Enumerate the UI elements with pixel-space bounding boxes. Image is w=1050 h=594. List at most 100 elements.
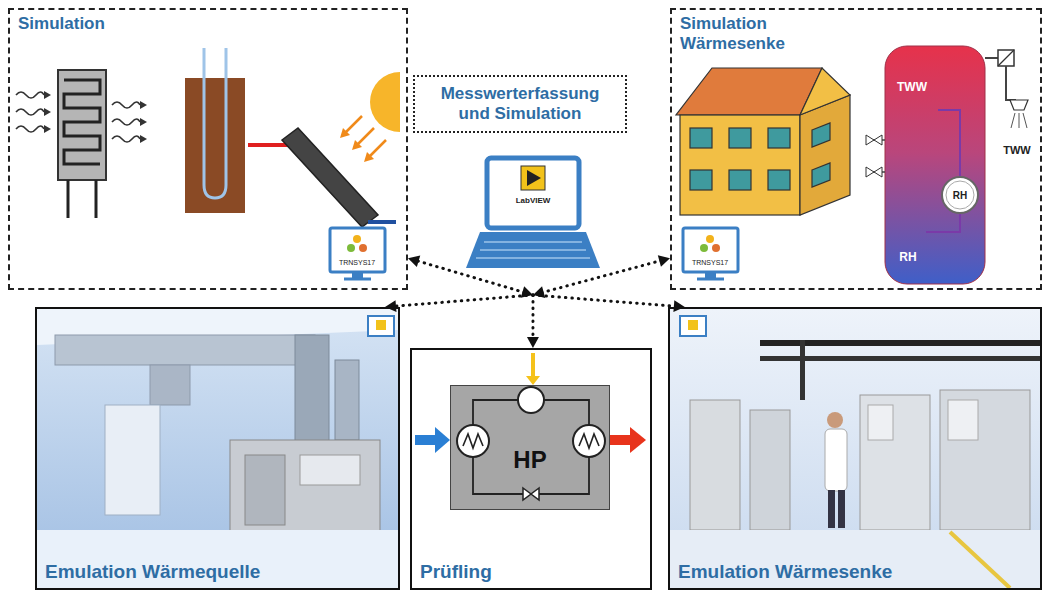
drawing-rect bbox=[37, 309, 398, 588]
test-object-panel: Prüfling HP bbox=[410, 348, 652, 590]
drawing-g bbox=[473, 400, 589, 494]
arrowhead bbox=[658, 255, 670, 267]
drawing-g bbox=[690, 123, 830, 190]
drawing-circle bbox=[827, 412, 843, 428]
drawing-path bbox=[112, 102, 140, 108]
drawing-rect bbox=[690, 170, 712, 190]
drawing-line bbox=[344, 116, 362, 134]
drawing-polygon bbox=[435, 427, 450, 453]
drawing-rect bbox=[185, 78, 245, 213]
drawing-polygon bbox=[352, 140, 362, 150]
acquisition-box: Messwerterfassung und Simulation bbox=[413, 75, 627, 133]
drawing-path bbox=[16, 92, 44, 98]
drawing-circle bbox=[359, 244, 367, 252]
drawing-rect bbox=[768, 128, 790, 148]
drawing-rect bbox=[521, 166, 545, 190]
dotted-connector bbox=[533, 255, 670, 298]
drawing-polygon bbox=[282, 128, 378, 227]
drawing-path bbox=[16, 126, 44, 132]
drawing-rect bbox=[683, 228, 738, 272]
drawing-polygon bbox=[526, 376, 540, 385]
drawing-path bbox=[866, 135, 882, 145]
connector-line bbox=[394, 295, 533, 306]
drawing-rect bbox=[335, 360, 359, 440]
drawing-path bbox=[866, 167, 882, 177]
drawing-rect bbox=[690, 400, 740, 530]
drawing-polygon bbox=[340, 128, 350, 138]
drawing-path bbox=[112, 136, 140, 142]
drawing-line bbox=[1011, 113, 1015, 128]
heat-sink-emulation-panel: Emulation Wärmesenke bbox=[668, 307, 1042, 590]
drawing-rect bbox=[245, 455, 285, 525]
dotted-connector bbox=[533, 295, 685, 312]
air-heat-exchanger bbox=[58, 70, 106, 218]
drawing-rect bbox=[58, 70, 106, 180]
node-text: Prüfling bbox=[420, 561, 492, 584]
drawing-polygon bbox=[812, 123, 830, 147]
node-text: Emulation Wärmesenke bbox=[678, 561, 892, 584]
drawing-rect bbox=[885, 46, 985, 284]
drawing-rect bbox=[300, 455, 360, 485]
drawing-line bbox=[415, 435, 437, 445]
drawing-path bbox=[926, 213, 960, 232]
drawing-rect bbox=[690, 128, 712, 148]
ground-probe bbox=[185, 48, 245, 213]
heating-circuit-label: RH bbox=[953, 190, 967, 201]
drawing-circle bbox=[712, 244, 720, 252]
node-text: LabVIEW bbox=[516, 196, 551, 206]
tank-zone-label: TWW bbox=[897, 81, 927, 94]
drawing-path bbox=[544, 400, 589, 425]
drawing-line bbox=[985, 57, 998, 59]
drawing-polygon bbox=[812, 163, 830, 187]
drawing-path bbox=[1006, 66, 1016, 100]
drawing-circle bbox=[573, 425, 605, 457]
heat-pump-box: HP bbox=[450, 385, 610, 510]
drawing-circle bbox=[700, 244, 708, 252]
drawing-line bbox=[344, 278, 371, 281]
tank-zone-label: RH bbox=[899, 251, 916, 264]
heat-sink-simulation-panel: Simulation Wärmesenke bbox=[670, 8, 1042, 290]
drawing-g bbox=[476, 242, 590, 258]
drawing-line bbox=[476, 257, 590, 259]
connector-line bbox=[417, 261, 525, 293]
arrowhead bbox=[408, 255, 420, 267]
drawing-polygon bbox=[44, 125, 51, 133]
drawing-path bbox=[938, 110, 960, 177]
trnsys-computer-left bbox=[330, 228, 385, 279]
drawing-path bbox=[523, 488, 539, 500]
drawing-rect bbox=[330, 228, 385, 272]
drawing-path bbox=[64, 80, 100, 164]
drawing-circle bbox=[347, 244, 355, 252]
drawing-rect bbox=[376, 320, 386, 330]
node-text: Simulation bbox=[18, 14, 105, 34]
arrowhead bbox=[527, 337, 539, 348]
drawing-g bbox=[340, 128, 374, 162]
heat-sink-lab-photo bbox=[670, 309, 1040, 588]
drawing-circle bbox=[946, 181, 974, 209]
drawing-line bbox=[950, 532, 1010, 588]
drawing-rect bbox=[838, 490, 845, 528]
drawing-rect bbox=[940, 390, 1030, 530]
drawing-g bbox=[926, 110, 960, 232]
drawing-rect bbox=[868, 405, 893, 440]
drawing-line bbox=[697, 278, 724, 281]
laptop bbox=[466, 158, 600, 268]
solar-collector bbox=[248, 72, 400, 227]
drawing-rect bbox=[768, 170, 790, 190]
drawing-polygon bbox=[630, 427, 646, 453]
dotted-connector bbox=[527, 295, 539, 348]
trnsys-computer-right bbox=[683, 228, 738, 279]
drawing-rect bbox=[998, 50, 1014, 66]
drawing-polygon bbox=[44, 108, 51, 116]
drawing-polygon bbox=[140, 135, 147, 143]
drawing-rect bbox=[825, 429, 847, 491]
drawing-polygon bbox=[140, 101, 147, 109]
connector-line bbox=[542, 260, 662, 292]
drawing-path bbox=[112, 119, 140, 125]
drawing-path bbox=[473, 400, 518, 425]
drawing-circle bbox=[457, 425, 489, 457]
drawing-rect bbox=[860, 395, 930, 530]
drawing-polygon bbox=[140, 118, 147, 126]
